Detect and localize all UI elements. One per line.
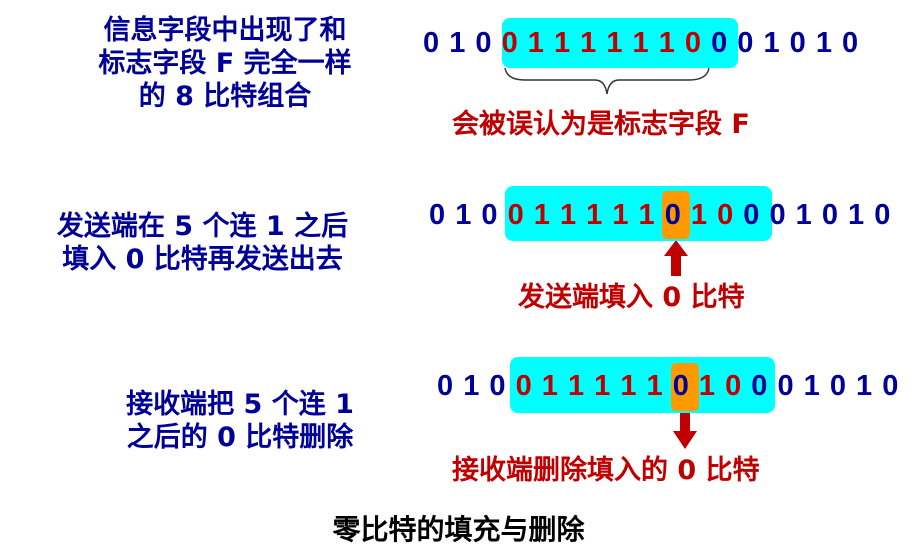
bit: 0: [489, 370, 506, 402]
bit: 1: [553, 27, 571, 59]
bit: 0: [717, 199, 734, 231]
bit: 0: [475, 27, 492, 59]
bit: 1: [803, 370, 820, 402]
arrow-up-icon: [664, 240, 688, 276]
figure-caption: 零比特的填充与删除: [332, 513, 585, 546]
bit: 0: [507, 199, 524, 231]
row2-description-line: 发送端在 5 个连 1 之后: [56, 211, 349, 242]
row3-highlight-box: [510, 357, 775, 413]
bit: 0: [429, 199, 446, 231]
row2-description-line: 填入 0 比特再发送出去: [62, 244, 343, 275]
bit: 0: [501, 27, 518, 59]
row1-description-line: 标志字段 F 完全一样: [98, 48, 352, 79]
row2-annotation: 发送端填入 0 比特: [518, 282, 745, 313]
bit: 1: [620, 370, 637, 402]
bit: 1: [527, 27, 544, 59]
row3-annotation: 接收端删除填入的 0 比特: [452, 455, 760, 486]
bit: 0: [821, 199, 838, 231]
bit: 0: [684, 27, 702, 59]
bit: 1: [848, 199, 865, 231]
row2-stuffed-bit-box: [662, 191, 690, 239]
row3-description-line: 接收端把 5 个连 1: [126, 389, 354, 420]
bit: 0: [423, 27, 440, 59]
bit: 1: [463, 370, 480, 402]
bit: 0: [437, 370, 454, 402]
bit: 1: [795, 199, 812, 231]
bit: 0: [481, 199, 498, 231]
bit: 1: [632, 27, 649, 59]
arrow-down-icon: [673, 411, 697, 449]
row1-description-line: 信息字段中出现了和: [103, 15, 347, 46]
bit: 1: [690, 199, 708, 231]
bit: 1: [606, 27, 623, 59]
row3-stuffed-bit-box: [671, 363, 699, 411]
bit: 1: [580, 27, 597, 59]
bit: 1: [455, 199, 472, 231]
row1-description-line: 的 8 比特组合: [138, 81, 312, 112]
bit: 0: [769, 199, 786, 231]
row1-annotation: 会被误认为是标志字段 F: [452, 109, 750, 140]
row1-description: 信息字段中出现了和 标志字段 F 完全一样 的 8 比特组合: [40, 14, 410, 113]
bit: 1: [541, 370, 558, 402]
bit: 0: [711, 27, 728, 59]
bit: 1: [533, 199, 550, 231]
bit: 0: [777, 370, 794, 402]
bit: 0: [515, 370, 532, 402]
bit: 1: [586, 199, 603, 231]
bit: 1: [638, 199, 655, 231]
bit: 0: [829, 370, 846, 402]
row2-highlight-box: [505, 186, 772, 241]
bit: 0: [737, 27, 754, 59]
bit: 1: [646, 370, 663, 402]
bit: 1: [815, 27, 832, 59]
row1-highlight-box: [502, 18, 738, 68]
bit: 0: [743, 199, 760, 231]
bit: 0: [725, 370, 742, 402]
bit: 1: [612, 199, 629, 231]
stuffed-bit: 0: [664, 199, 681, 231]
bit: 1: [567, 370, 585, 402]
bit: 1: [763, 27, 780, 59]
row3-description-line: 之后的 0 比特删除: [126, 422, 354, 453]
row3-description: 接收端把 5 个连 1 之后的 0 比特删除: [100, 388, 380, 454]
bit: 1: [856, 370, 873, 402]
bit: 0: [789, 27, 806, 59]
bit: 0: [842, 27, 859, 59]
bit: 0: [751, 370, 768, 402]
bit: 1: [559, 199, 577, 231]
curly-brace-icon: [504, 67, 710, 95]
row2-description: 发送端在 5 个连 1 之后 填入 0 比特再发送出去: [30, 210, 375, 276]
bit: 1: [594, 370, 611, 402]
bit: 0: [874, 199, 891, 231]
bit: 0: [882, 370, 899, 402]
stuffed-bit: 0: [672, 370, 689, 402]
bit: 1: [449, 27, 466, 59]
bit: 1: [698, 370, 716, 402]
bit: 1: [658, 27, 675, 59]
